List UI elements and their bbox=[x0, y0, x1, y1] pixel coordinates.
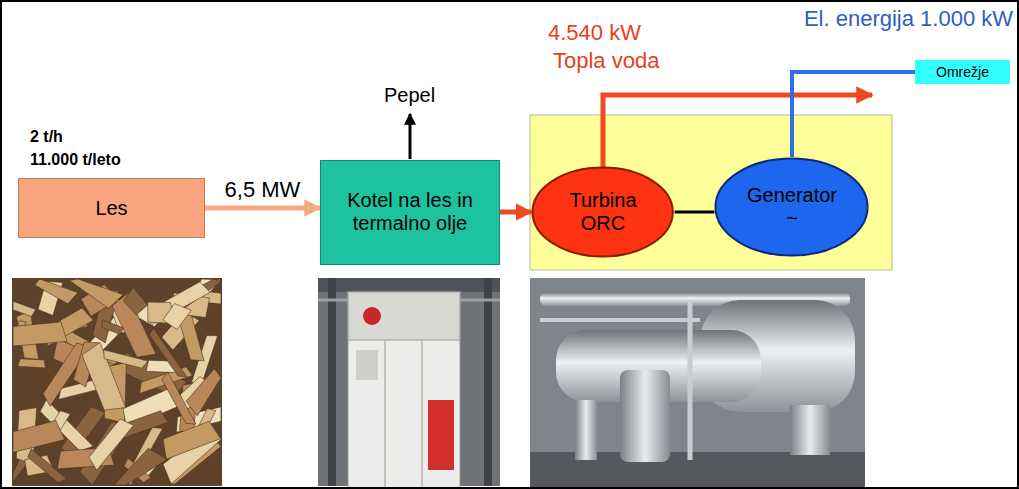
node-text: Turbina ORC bbox=[557, 189, 649, 235]
wood-chips-photo bbox=[12, 278, 222, 486]
heat-power: 4.540 kW bbox=[548, 20, 641, 45]
wood-chip bbox=[186, 369, 221, 416]
wood-chip bbox=[70, 279, 124, 308]
edge-label: 6,5 MW bbox=[225, 177, 301, 202]
wood-chip bbox=[13, 421, 65, 453]
shaft-line bbox=[675, 211, 715, 214]
wood-chip bbox=[163, 421, 221, 459]
boiler-box: Kotel na les in termalno olje bbox=[320, 160, 500, 265]
ash-arrow bbox=[409, 114, 412, 159]
node-text-block: Turbina ORC bbox=[557, 189, 649, 235]
node-text-block: Generator ~ bbox=[742, 184, 842, 230]
node-text-block: Omrežje bbox=[936, 64, 989, 80]
node-text-block: Les bbox=[95, 197, 127, 220]
node-text: Omrežje bbox=[936, 64, 989, 80]
fuel-rate: 2 t/h bbox=[30, 128, 63, 146]
fuel-annual: 11.000 t/leto bbox=[30, 151, 121, 169]
wood-chip bbox=[89, 419, 134, 470]
generator-ellipse: Generator ~ bbox=[714, 157, 869, 257]
wood-chip bbox=[104, 350, 148, 369]
heat-arrow bbox=[500, 210, 531, 215]
node-text: Kotel na les in termalno olje bbox=[335, 189, 485, 235]
wood-chip bbox=[102, 320, 124, 334]
fuel-box: Les bbox=[18, 178, 205, 238]
generator-ellipse-shape bbox=[716, 159, 868, 256]
orc-turbine-photo bbox=[530, 278, 865, 488]
turbine-ellipse: Turbina ORC bbox=[531, 166, 674, 258]
heat-medium: Topla voda bbox=[553, 48, 659, 73]
node-text: Generator ~ bbox=[742, 184, 842, 230]
wood-chip bbox=[163, 304, 191, 330]
feed-arrow bbox=[205, 206, 320, 211]
node-text: Les bbox=[95, 197, 127, 220]
boiler-photo bbox=[318, 278, 500, 488]
wood-chip bbox=[13, 322, 67, 346]
node-text-block: Kotel na les in termalno olje bbox=[335, 189, 485, 235]
wood-chip bbox=[124, 288, 148, 316]
electric-power: El. energija 1.000 kW bbox=[804, 6, 1013, 31]
wood-chip bbox=[114, 448, 167, 485]
wood-chip bbox=[18, 359, 46, 368]
ash-label: Pepel bbox=[384, 84, 435, 107]
grid-box: Omrežje bbox=[915, 60, 1010, 84]
orc-panel bbox=[530, 115, 892, 270]
wood-chip bbox=[35, 279, 78, 304]
power-line bbox=[792, 72, 915, 157]
hot-water-arrow bbox=[603, 95, 872, 168]
wood-chip bbox=[13, 301, 36, 316]
turbine-ellipse-shape bbox=[533, 168, 673, 257]
